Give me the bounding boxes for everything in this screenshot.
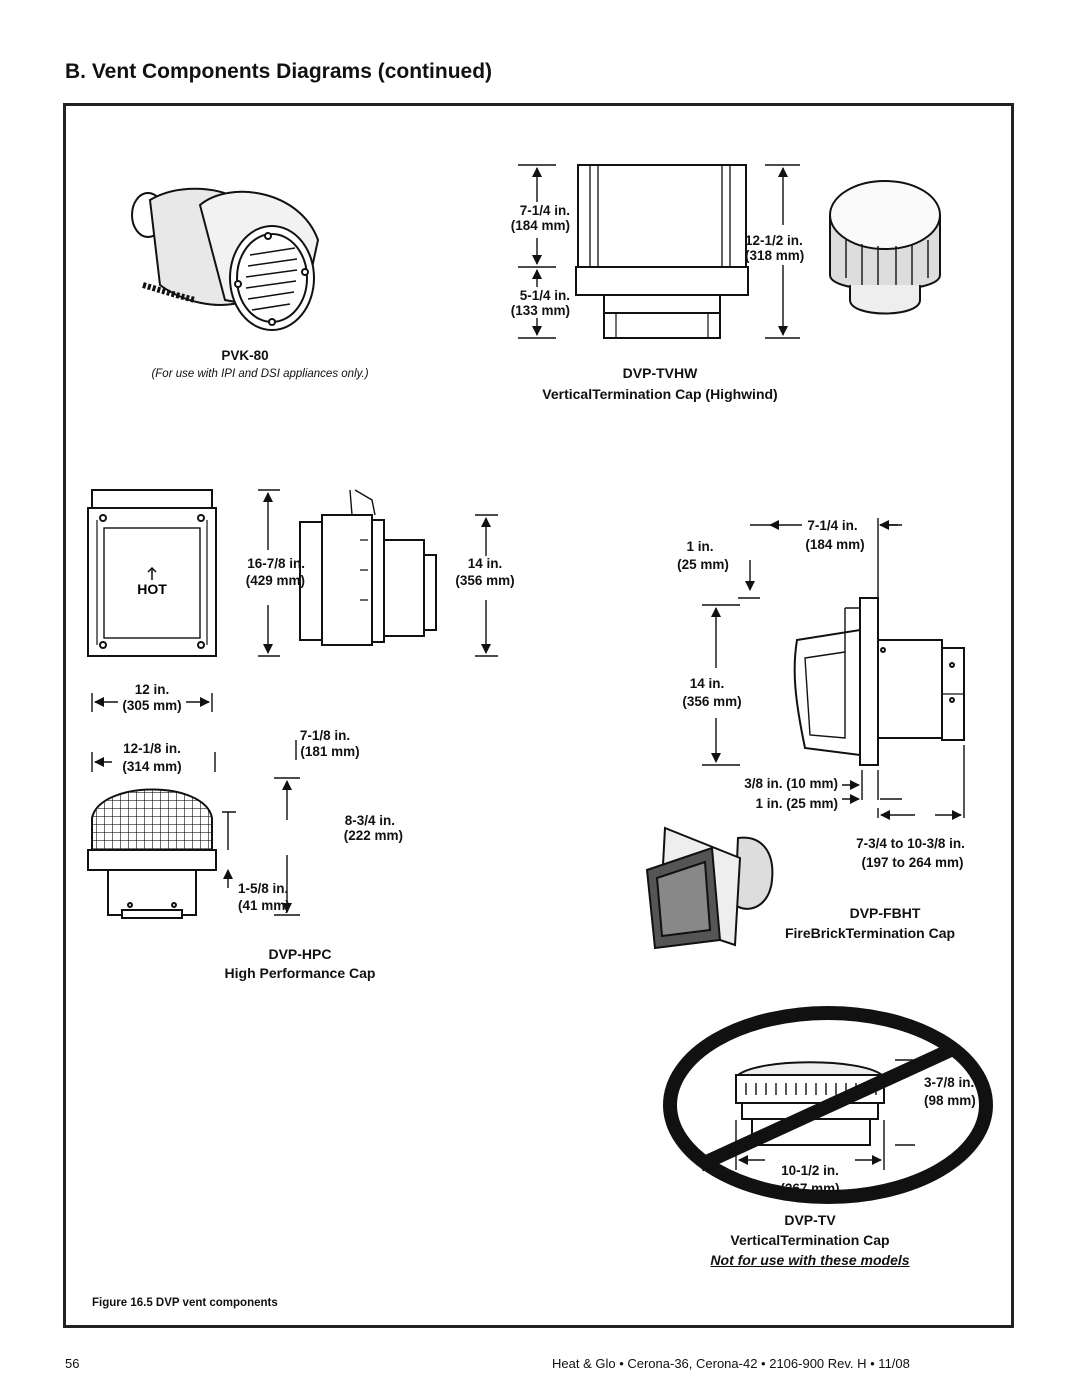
hpc-guard-height-dim-mm: (222 mm) [343, 828, 403, 843]
hpc-caption: High Performance Cap [224, 965, 376, 981]
hpc-collar-dim-in: 1-5/8 in. [238, 881, 289, 896]
fbht-top-dim-mm: (184 mm) [805, 537, 865, 552]
tv-width-dim-in: 10-1/2 in. [781, 1163, 839, 1178]
hpc-height-dim-in: 16-7/8 in. [247, 556, 305, 571]
hpc-depth-dim-in: 7-1/8 in. [299, 728, 351, 743]
tvhw-top-dim-mm: (184 mm) [510, 218, 570, 233]
hpc-side-drawing [299, 489, 437, 646]
tv-name: DVP-TV [784, 1212, 836, 1228]
figure-caption: Figure 16.5 DVP vent components [92, 1297, 278, 1309]
fbht-length-dim-mm: (197 to 264 mm) [861, 855, 964, 870]
pvk80-note: (For use with IPI and DSI appliances onl… [151, 368, 369, 380]
hot-arrow-icon [147, 566, 157, 580]
hpc-height-dim-mm: (429 mm) [245, 573, 305, 588]
fbht-name: DVP-FBHT [849, 905, 921, 921]
tvhw-top-dim-in: 7-1/4 in. [519, 203, 570, 218]
tvhw-bottom-dim-in: 5-1/4 in. [519, 288, 570, 303]
hpc-guard-width-dim-in: 12-1/8 in. [123, 741, 181, 756]
pvk80-drawing [131, 187, 320, 331]
hpc-guard-width-dim-mm: (314 mm) [122, 759, 182, 774]
fbht-caption: FireBrickTermination Cap [784, 925, 956, 941]
page-title: B. Vent Components Diagrams (continued) [65, 60, 493, 83]
fbht-offset-dim-mm: (25 mm) [677, 557, 729, 572]
fbht-length-dim-in: 7-3/4 to 10-3/8 in. [856, 836, 965, 851]
tvhw-name: DVP-TVHW [622, 365, 698, 381]
tvhw-dimension-lines [518, 164, 800, 339]
fbht-dimension-lines [702, 518, 965, 820]
hpc-side-dim-in: 14 in. [467, 556, 503, 571]
hpc-dimension-lines [91, 489, 498, 772]
hpc-guard-dimension-lines [222, 740, 300, 916]
fbht-flange-dim: 3/8 in. (10 mm) [744, 776, 838, 791]
hpc-name: DVP-HPC [268, 946, 332, 962]
hpc-width-dim-mm: (305 mm) [122, 698, 182, 713]
hpc-side-dim-mm: (356 mm) [455, 573, 515, 588]
fbht-top-dim-in: 7-1/4 in. [807, 518, 858, 533]
tvhw-perspective [829, 180, 941, 315]
fbht-gap-dim: 1 in. (25 mm) [755, 796, 838, 811]
prohibited-icon [663, 1006, 993, 1204]
footer-doc-info: Heat & Glo • Cerona-36, Cerona-42 • 2106… [552, 1356, 910, 1371]
fbht-perspective [645, 826, 774, 950]
tvhw-bottom-dim-mm: (133 mm) [510, 303, 570, 318]
fbht-height-dim-mm: (356 mm) [682, 694, 742, 709]
tv-height-dim-in: 3-7/8 in. [924, 1075, 975, 1090]
tvhw-caption: VerticalTermination Cap (Highwind) [542, 386, 778, 402]
hpc-collar-dim-mm: (41 mm) [238, 898, 290, 913]
tv-warning: Not for use with these models [710, 1252, 910, 1268]
figure-frame [63, 103, 1014, 1328]
hpc-width-dim-in: 12 in. [134, 682, 170, 697]
tv-width-dim-mm: (267 mm) [780, 1181, 840, 1196]
hpc-guard-drawing [87, 788, 217, 919]
hot-warning-label: HOT [137, 581, 167, 597]
pvk80-name: PVK-80 [221, 348, 269, 363]
hpc-front-drawing [87, 489, 217, 657]
tvhw-height-dim-in: 12-1/2 in. [745, 233, 803, 248]
tv-caption: VerticalTermination Cap [730, 1232, 890, 1248]
fbht-height-dim-in: 14 in. [689, 676, 725, 691]
tvhw-height-dim-mm: (318 mm) [745, 248, 805, 263]
page-number: 56 [65, 1356, 80, 1371]
tv-height-dim-mm: (98 mm) [924, 1093, 976, 1108]
hpc-guard-height-dim-in: 8-3/4 in. [344, 813, 395, 828]
tvhw-elevation [575, 164, 749, 339]
fbht-side-drawing [793, 597, 965, 766]
fbht-offset-dim-in: 1 in. [686, 539, 714, 554]
hpc-depth-dim-mm: (181 mm) [300, 744, 360, 759]
